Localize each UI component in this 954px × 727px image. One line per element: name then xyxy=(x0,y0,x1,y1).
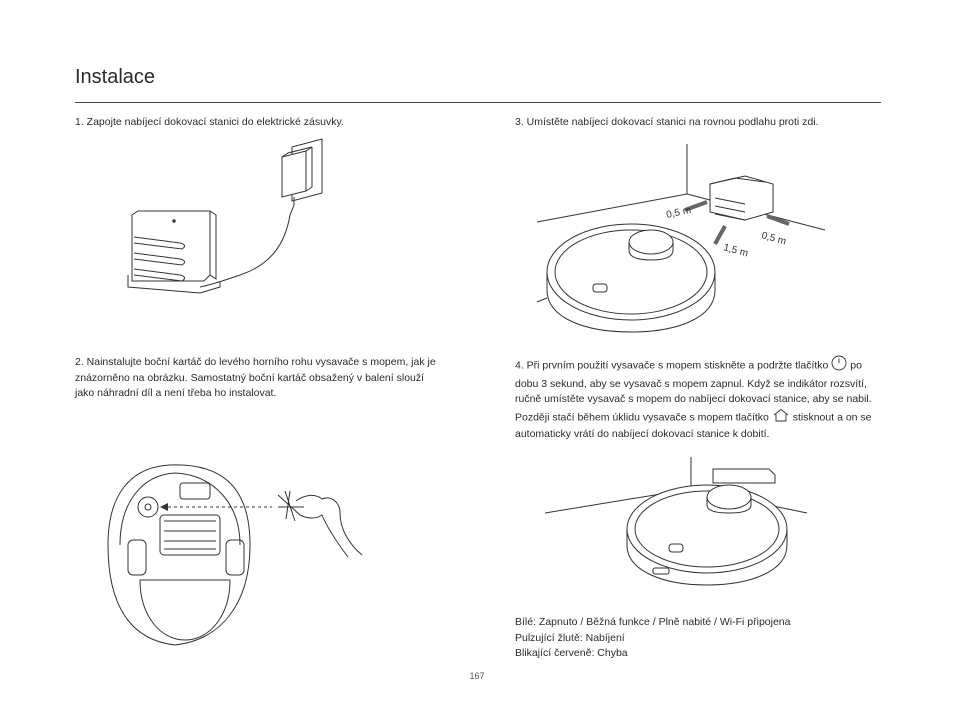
legend-line-red: Blikající červeně: Chyba xyxy=(515,647,628,659)
title-divider xyxy=(75,102,881,103)
step-4-part-2: po dobu 3 sekund, aby se vysavač s mopem… xyxy=(515,359,872,424)
step-1-text: 1. Zapojte nabíjecí dokovací stanici do … xyxy=(75,116,344,128)
legend-line-yellow: Pulzující žlutě: Nabíjení xyxy=(515,631,625,644)
step-4-text: 4. Při prvním použití vysavače s mopem s… xyxy=(515,355,885,443)
dock-plug-illustration xyxy=(127,138,323,294)
side-brush-illustration xyxy=(107,464,363,646)
home-icon xyxy=(772,408,790,428)
dock-placement-illustration: 0,5 m 1,5 m 0,5 m xyxy=(536,144,825,333)
step-3-text: 3. Umístěte nabíjecí dokovací stanici na… xyxy=(515,116,819,128)
clearance-left-label: 0,5 m xyxy=(665,205,692,221)
power-icon xyxy=(831,355,847,377)
step-2-text: 2. Nainstalujte boční kartáč do levého h… xyxy=(75,356,436,399)
indicator-legend: Bílé: Zapnuto / Běžná funkce / Plně nabi… xyxy=(515,615,790,662)
legend-line-white: Bílé: Zapnuto / Běžná funkce / Plně nabi… xyxy=(515,616,791,628)
step-4-part-3: stisknout a on se automaticky vrátí do n… xyxy=(515,411,872,440)
step-4-part-1: 4. Při prvním použití vysavače s mopem s… xyxy=(515,359,829,372)
page-number: 167 xyxy=(469,671,485,681)
clearance-right-label: 0,5 m xyxy=(760,230,787,247)
robot-docked-illustration xyxy=(545,457,808,586)
page-title: Instalace xyxy=(75,66,156,88)
clearance-front-label: 1,5 m xyxy=(722,242,749,259)
